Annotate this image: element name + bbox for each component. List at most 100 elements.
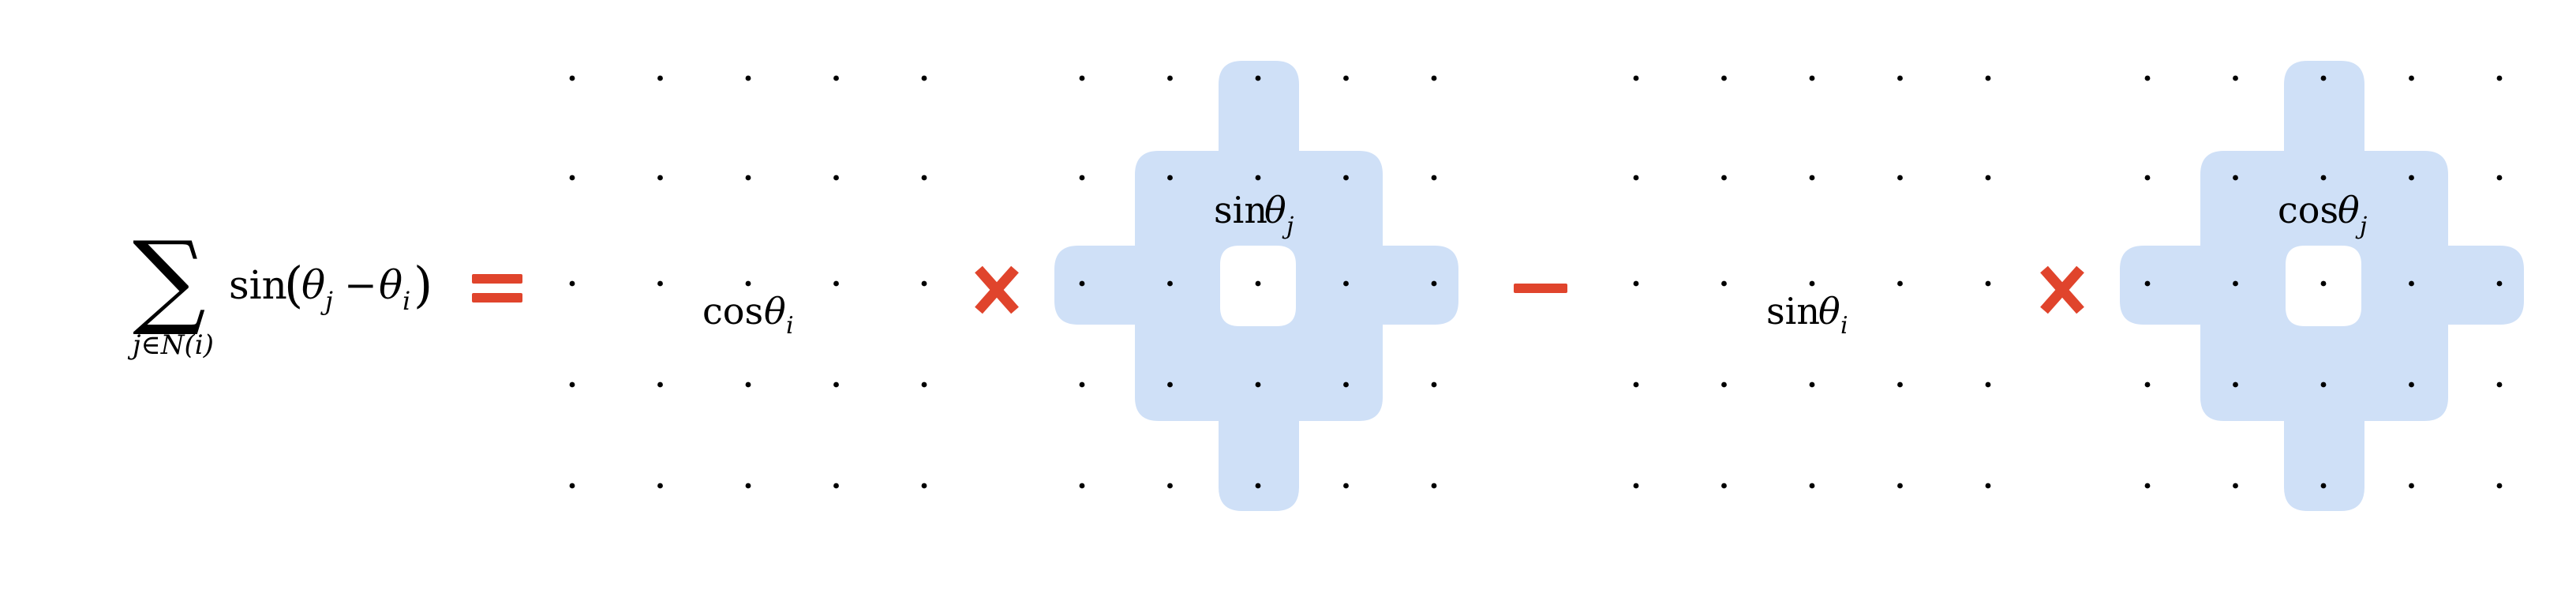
- grid-dot: [1897, 381, 1903, 388]
- grid-dot: [1897, 175, 1903, 181]
- kernel-shape: [1054, 61, 1458, 511]
- term-label-sin-theta-i: sin θ i: [1766, 290, 1848, 340]
- grid-dot: [1721, 381, 1727, 388]
- term-func: sin: [1214, 189, 1267, 231]
- dot-grid-2: [1079, 75, 1437, 489]
- grid-dot: [1079, 483, 1085, 489]
- grid-dot: [1431, 75, 1437, 81]
- grid-dot: [657, 483, 663, 489]
- grid-dot: [1809, 280, 1815, 287]
- grid-dot: [1809, 381, 1815, 388]
- grid-dot: [1431, 381, 1437, 388]
- grid-dot: [745, 175, 751, 181]
- grid-dot: [2496, 381, 2503, 388]
- term-sub: i: [1840, 312, 1848, 340]
- grid-dot: [2320, 483, 2327, 489]
- grid-dot: [1079, 175, 1085, 181]
- grid-dot: [2496, 280, 2503, 287]
- grid-dot: [1985, 75, 1991, 81]
- grid-dot: [1633, 280, 1639, 287]
- times-sign-1: [975, 265, 1019, 314]
- kernel-shape: [2120, 61, 2524, 511]
- grid-dot: [1633, 483, 1639, 489]
- grid-dot: [1809, 75, 1815, 81]
- grid-dot: [1809, 483, 1815, 489]
- equals-bar-top: [472, 274, 522, 284]
- grid-dot: [2233, 175, 2238, 181]
- grid-dot: [1167, 75, 1173, 81]
- term-var: θ: [1264, 189, 1286, 231]
- term-func: cos: [702, 290, 763, 333]
- lhs-func: sin: [229, 262, 287, 308]
- grid-dot: [2233, 280, 2238, 287]
- grid-dot: [569, 483, 575, 489]
- times-sign-2: [2040, 265, 2084, 314]
- dot-grid-1: [569, 75, 927, 489]
- grid-dot: [2320, 175, 2327, 181]
- grid-dot: [1431, 280, 1437, 287]
- grid-dot: [2144, 75, 2151, 81]
- minus-sign: [1514, 284, 1567, 293]
- grid-dot: [1167, 280, 1173, 287]
- grid-dot: [1255, 381, 1261, 388]
- grid-dot: [1985, 483, 1991, 489]
- grid-dot: [1985, 175, 1991, 181]
- grid-dot: [1343, 381, 1349, 388]
- grid-dot: [2320, 381, 2327, 388]
- grid-dot: [921, 175, 927, 181]
- grid-dot: [2144, 280, 2151, 287]
- term-sub: i: [786, 312, 794, 340]
- grid-dot: [833, 483, 839, 489]
- grid-dot: [2496, 175, 2503, 181]
- grid-dot: [833, 75, 839, 81]
- term-label-cos-theta-j: cos θ j: [2278, 189, 2367, 240]
- lhs-minus: −: [344, 262, 377, 308]
- grid-dot: [921, 483, 927, 489]
- grid-dot: [1721, 483, 1727, 489]
- grid-dot: [2233, 381, 2238, 388]
- kernel-1: [1054, 61, 1458, 511]
- grid-dot: [2409, 381, 2414, 388]
- equals-bar-bottom: [472, 293, 522, 303]
- grid-dot: [2409, 483, 2414, 489]
- grid-dot: [1343, 483, 1349, 489]
- grid-dot: [1721, 175, 1727, 181]
- lhs-theta-i: θ: [379, 262, 402, 308]
- dot-grid-3: [1633, 75, 1991, 489]
- term-var: θ: [2338, 189, 2360, 231]
- grid-dot: [2144, 175, 2151, 181]
- grid-dot: [657, 381, 663, 388]
- grid-dot: [1079, 381, 1085, 388]
- grid-dot: [2496, 483, 2503, 489]
- grid-dot: [1633, 381, 1639, 388]
- grid-dot: [1897, 483, 1903, 489]
- times-stroke: [2040, 265, 2084, 314]
- grid-dot: [569, 75, 575, 81]
- lhs-close-paren: ): [414, 256, 432, 314]
- grid-dot: [657, 75, 663, 81]
- term-func: cos: [2278, 189, 2338, 231]
- grid-dot: [2496, 75, 2503, 81]
- grid-dot: [1079, 280, 1085, 287]
- grid-dot: [833, 381, 839, 388]
- grid-dot: [2233, 483, 2238, 489]
- grid-dot: [745, 280, 751, 287]
- grid-dot: [2144, 381, 2151, 388]
- grid-dot: [2320, 280, 2327, 287]
- grid-dot: [2409, 175, 2414, 181]
- grid-dot: [1809, 175, 1815, 181]
- grid-dot: [1255, 280, 1261, 287]
- grid-dot: [1079, 75, 1085, 81]
- grid-dot: [745, 75, 751, 81]
- sum-symbol: ∑: [133, 219, 206, 339]
- term-label-cos-theta-i: cos θ i: [702, 290, 794, 340]
- equals-sign: [472, 274, 522, 303]
- grid-dot: [2144, 483, 2151, 489]
- minus-bar: [1514, 284, 1567, 293]
- grid-dot: [745, 483, 751, 489]
- grid-dot: [1985, 381, 1991, 388]
- term-func: sin: [1766, 290, 1820, 333]
- grid-dot: [1343, 280, 1349, 287]
- grid-dot: [1167, 381, 1173, 388]
